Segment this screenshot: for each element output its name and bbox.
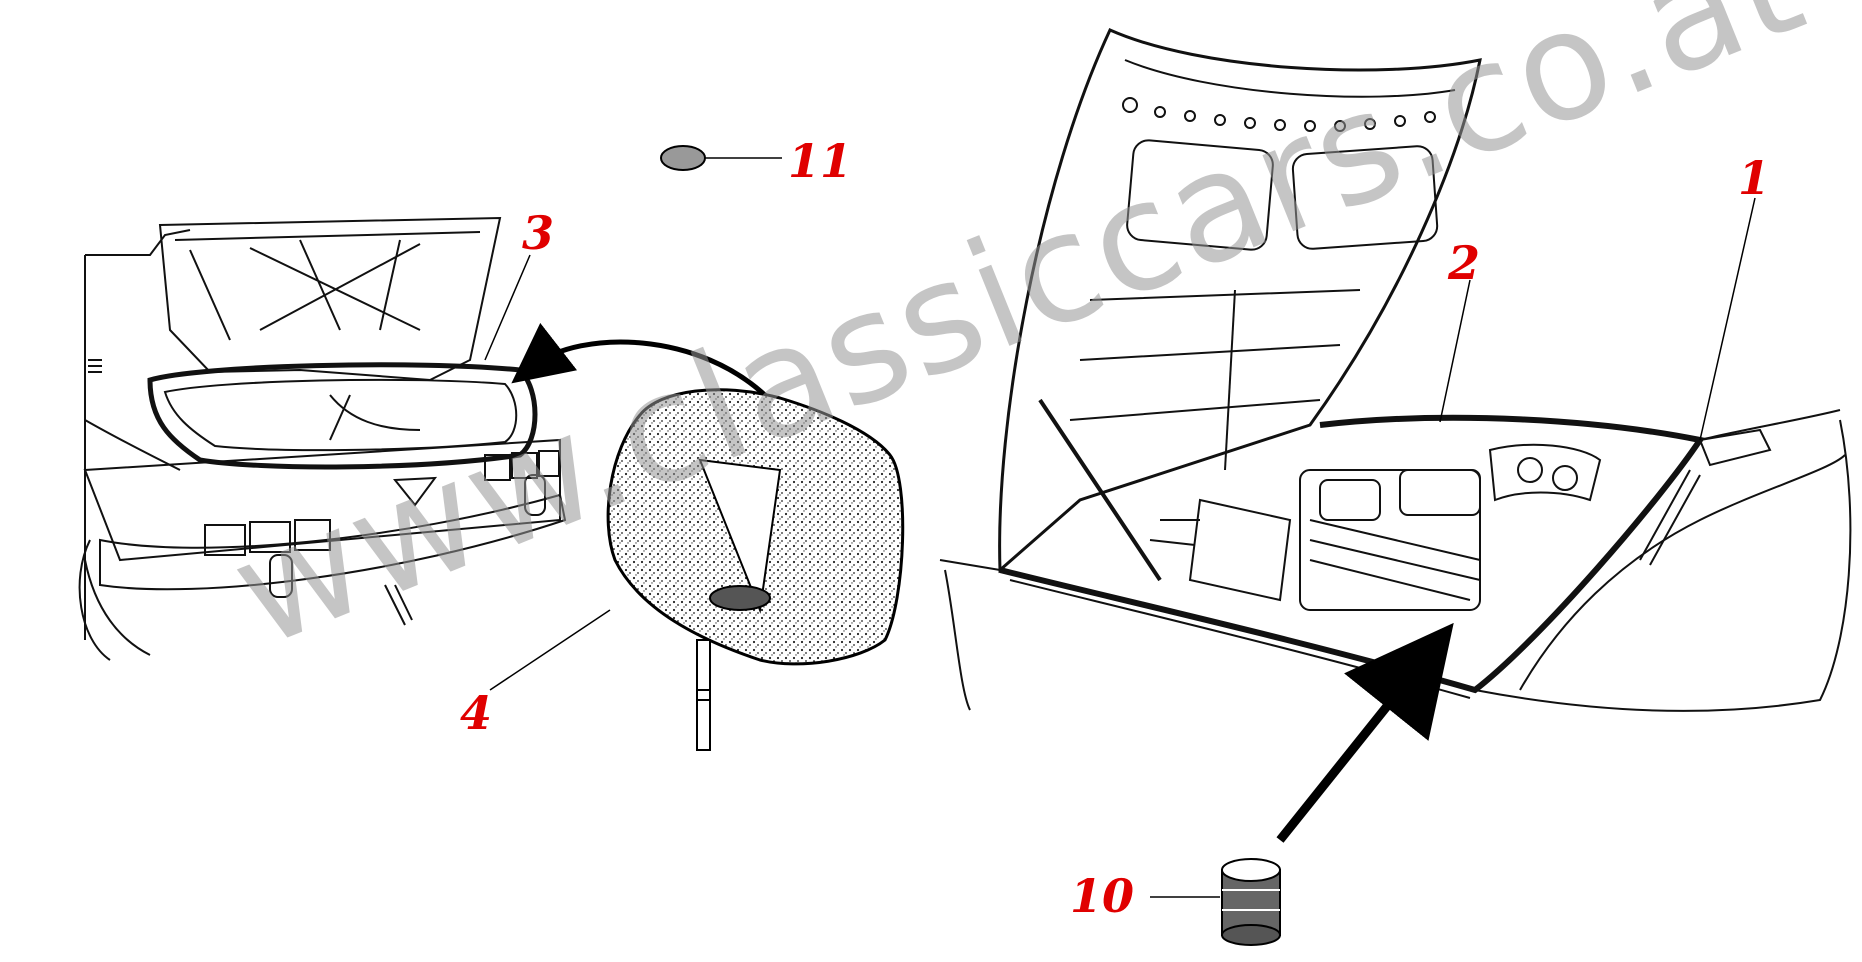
callout-3: 3 (522, 206, 555, 260)
front-car-bonnet-illustration (939, 28, 1852, 712)
headrest-foam-pad (606, 388, 905, 751)
location-arrow-grommet (1276, 622, 1454, 843)
callout-1: 1 (1738, 151, 1771, 205)
callout-10: 10 (1070, 869, 1135, 923)
callout-4: 4 (460, 686, 493, 740)
callout-2: 2 (1448, 236, 1481, 290)
callout-11: 11 (788, 134, 853, 188)
location-arrow-trunk (511, 322, 772, 402)
grommet-plug-part (1221, 858, 1281, 946)
rear-car-trunk-illustration (78, 216, 567, 661)
round-plug-part (660, 145, 706, 171)
leader-lines (484, 157, 1756, 898)
